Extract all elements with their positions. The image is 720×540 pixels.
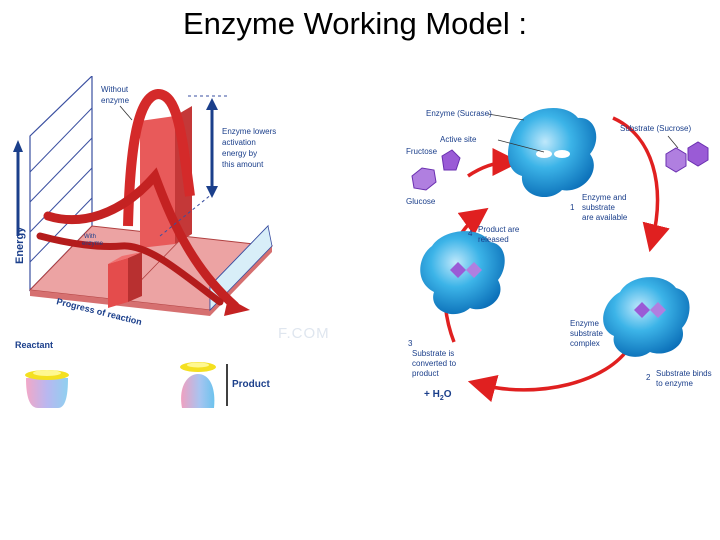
label-lowers-1: Enzyme lowers: [222, 127, 276, 136]
fructose-icon: [441, 149, 461, 171]
energy-axis: [13, 140, 23, 236]
product-pool: [209, 224, 273, 312]
enzyme-substrate-complex-icon: [603, 277, 690, 357]
activation-energy-diagram: Without enzyme Enzyme lowers activation …: [13, 76, 330, 408]
label-product: Product: [232, 379, 270, 390]
label-step1-line3: are available: [582, 213, 628, 222]
label-active-site: Active site: [440, 135, 477, 144]
watermark-text: F.COM: [278, 325, 330, 342]
label-step3-line3: product: [412, 369, 439, 378]
sucrose-substrate-icon: [665, 141, 709, 173]
label-step2-number: 2: [646, 373, 651, 382]
product-icon: [180, 362, 216, 408]
label-with-enzyme-1: With: [84, 234, 96, 240]
enzyme-free-icon: [508, 107, 597, 198]
label-reactant: Reactant: [15, 340, 53, 350]
label-fructose: Fructose: [406, 147, 438, 156]
label-with-enzyme-2: enzyme: [82, 241, 104, 247]
label-step1-line1: Enzyme and: [582, 193, 626, 202]
label-complex-line1: Enzyme: [570, 319, 599, 328]
label-step4-line1: Product are: [478, 225, 520, 234]
label-step2-line1: Substrate binds: [656, 369, 712, 378]
label-step3-line2: converted to: [412, 359, 457, 368]
reaction-curve-with-enzyme: [36, 232, 224, 306]
label-lowers-3: energy by: [222, 149, 257, 158]
y-axis-label: Energy: [14, 226, 26, 264]
without-enzyme-barrier: [123, 88, 195, 248]
label-lowers-4: this amount: [222, 160, 264, 169]
label-complex-line3: complex: [570, 339, 600, 348]
enzyme-product-icon: [420, 231, 505, 315]
label-substrate-sucrose: Substrate (Sucrose): [620, 124, 691, 133]
with-enzyme-barrier: [108, 252, 142, 308]
label-step3-line1: Substrate is: [412, 349, 454, 358]
enzyme-catalytic-cycle: Enzyme (Sucrase) Active site Substrate (…: [406, 107, 712, 403]
label-step3-number: 3: [408, 339, 413, 348]
label-without-enzyme-1: Without: [101, 85, 129, 94]
label-step2-line2: to enzyme: [656, 379, 693, 388]
reaction-curve-without-enzyme: [43, 167, 250, 316]
label-step4-number: 4: [468, 229, 473, 238]
activation-energy-difference-arrow: [206, 98, 218, 198]
slide-title: Enzyme Working Model :: [183, 6, 527, 41]
label-lowers-2: activation: [222, 138, 256, 147]
label-enzyme-sucrase: Enzyme (Sucrase): [426, 109, 492, 118]
label-complex-line2: substrate: [570, 329, 603, 338]
label-step1-number: 1: [570, 203, 575, 212]
label-glucose: Glucose: [406, 197, 436, 206]
label-without-enzyme-2: enzyme: [101, 96, 130, 105]
label-step1-line2: substrate: [582, 203, 615, 212]
glucose-icon: [411, 167, 437, 191]
label-water: + H2O: [424, 389, 452, 402]
reactant-icon: [25, 370, 69, 408]
label-step4-line2: released: [478, 235, 509, 244]
